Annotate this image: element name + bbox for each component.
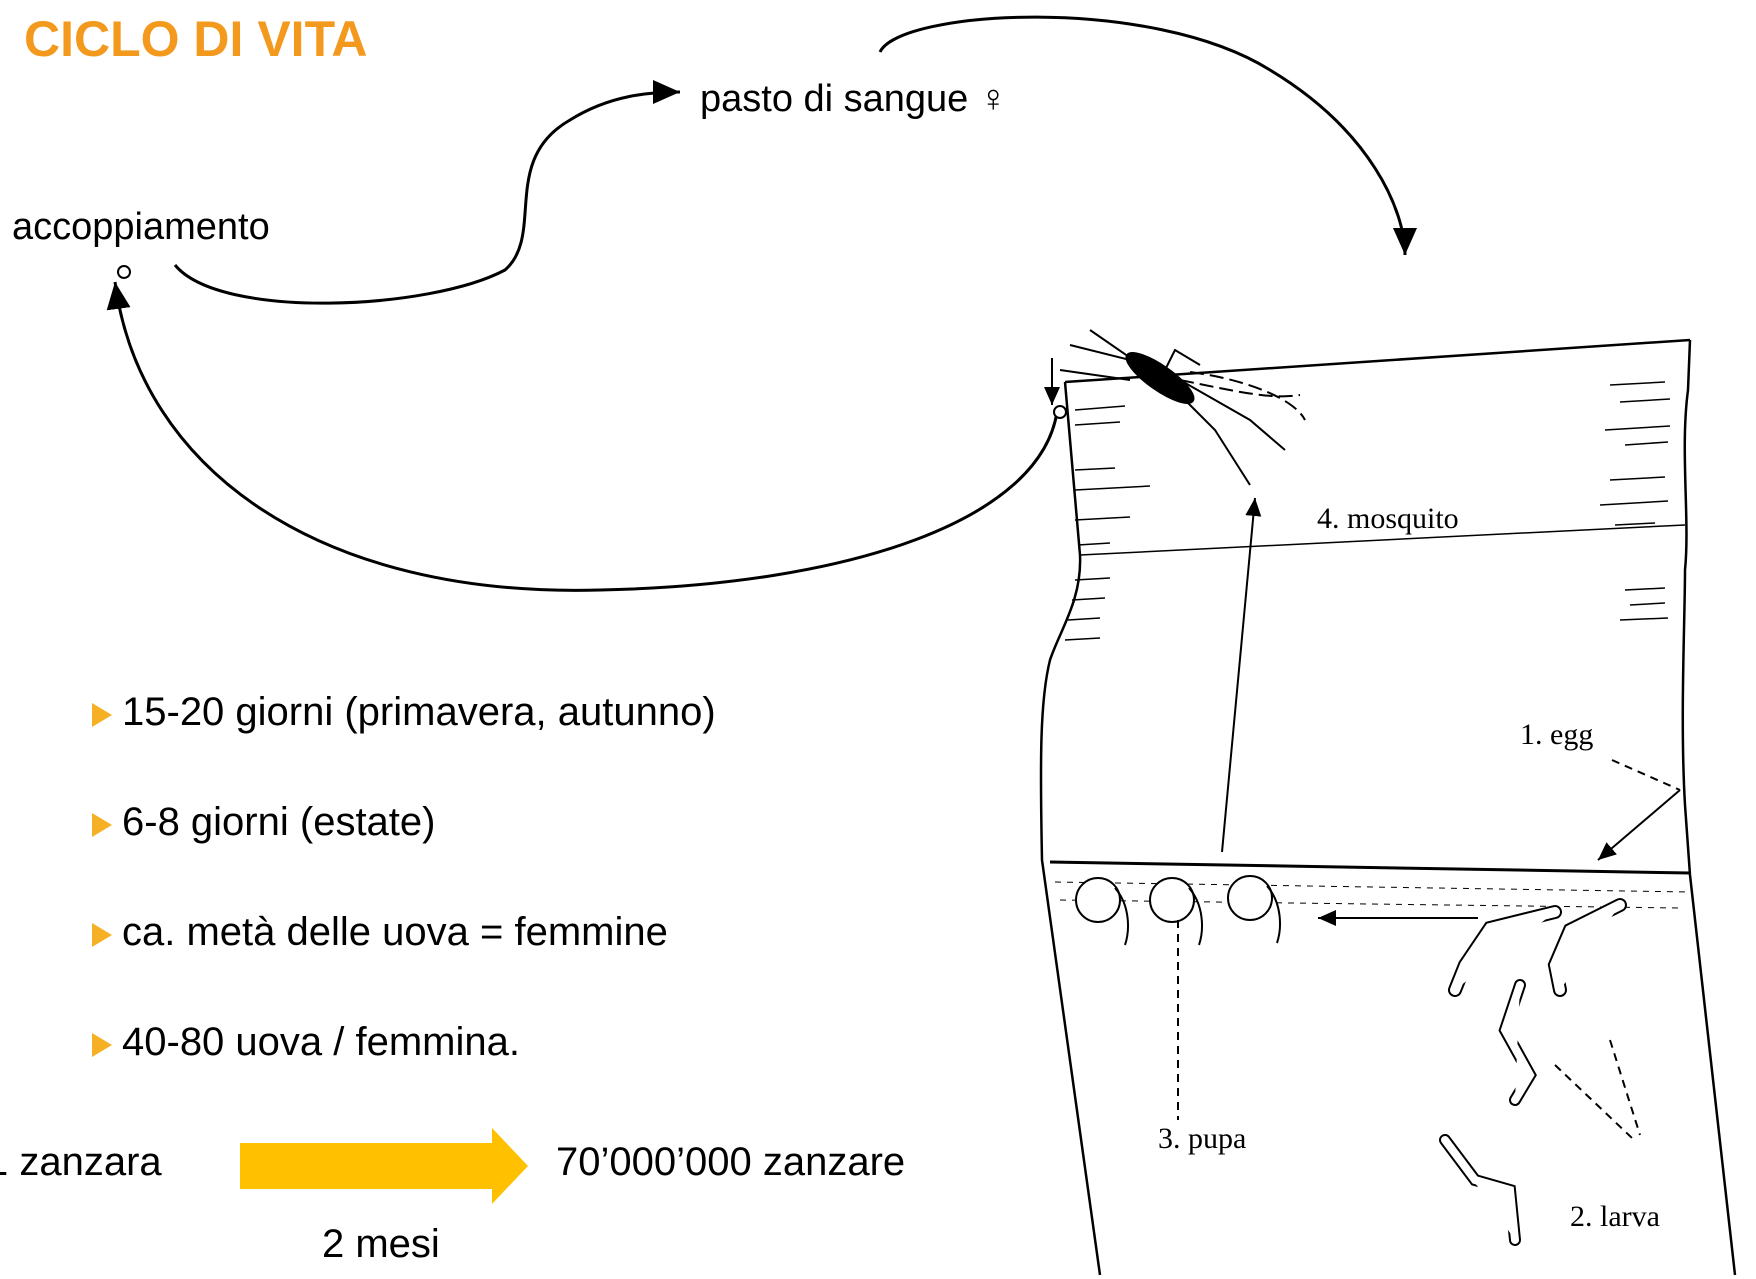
- diagram-pointers: [1177, 497, 1681, 1139]
- pupa-2: [1149, 877, 1203, 946]
- growth-arrow: [240, 1128, 528, 1204]
- bullet-arrow-icon: [92, 923, 112, 947]
- arrow-bottle-to-mating: [106, 281, 1059, 592]
- bullet-arrow-icon: [92, 703, 112, 727]
- pupa-group: [1075, 875, 1281, 946]
- bullet-text: ca. metà delle uova = femmine: [122, 910, 668, 954]
- bullet-item: 40-80 uova / femmina.: [92, 1020, 520, 1065]
- bullet-item: 15-20 giorni (primavera, autunno): [92, 690, 716, 735]
- bullet-arrow-icon: [92, 813, 112, 837]
- adult-mosquito: [1059, 329, 1306, 486]
- water-texture: [1054, 881, 1691, 909]
- water-surface: [1049, 860, 1691, 875]
- arrow-blood-to-bottle: [878, 15, 1417, 256]
- pupa-3: [1227, 875, 1281, 944]
- bullet-text: 40-80 uova / femmina.: [122, 1020, 520, 1064]
- female-start-dot: [1053, 405, 1067, 419]
- bullet-text: 6-8 giorni (estate): [122, 800, 436, 844]
- bullet-text: 15-20 giorni (primavera, autunno): [122, 690, 716, 734]
- blood-meal-label: pasto di sangue ♀: [700, 78, 1008, 120]
- pupa-1: [1075, 877, 1129, 946]
- jar-thread-lines: [1064, 381, 1671, 641]
- slide-title: CICLO DI VITA: [24, 11, 368, 67]
- jar-outline-left: [1039, 381, 1102, 1276]
- bullet-arrow-icon: [92, 1033, 112, 1057]
- two-months-label: 2 mesi: [322, 1222, 440, 1266]
- jar-neck-line: [1079, 524, 1686, 556]
- larva-label: 2. larva: [1570, 1200, 1660, 1233]
- one-mosquito-label: 1 zanzara: [0, 1140, 162, 1184]
- male-start-dot: [117, 265, 131, 279]
- egg-label: 1. egg: [1520, 718, 1594, 751]
- jar-outline-right: [1681, 339, 1737, 1276]
- pupa-label: 3. pupa: [1158, 1122, 1247, 1155]
- bullet-item: 6-8 giorni (estate): [92, 800, 435, 845]
- seventy-million-label: 70’000’000 zanzare: [556, 1140, 906, 1184]
- larvae-group: [1439, 898, 1627, 1246]
- mosquito-label: 4. mosquito: [1317, 502, 1459, 535]
- bullet-item: ca. metà delle uova = femmine: [92, 910, 668, 955]
- jar-illustration: [1039, 338, 1737, 1276]
- arrow-mating-to-blood: [173, 80, 681, 305]
- mating-label: accoppiamento: [12, 206, 270, 248]
